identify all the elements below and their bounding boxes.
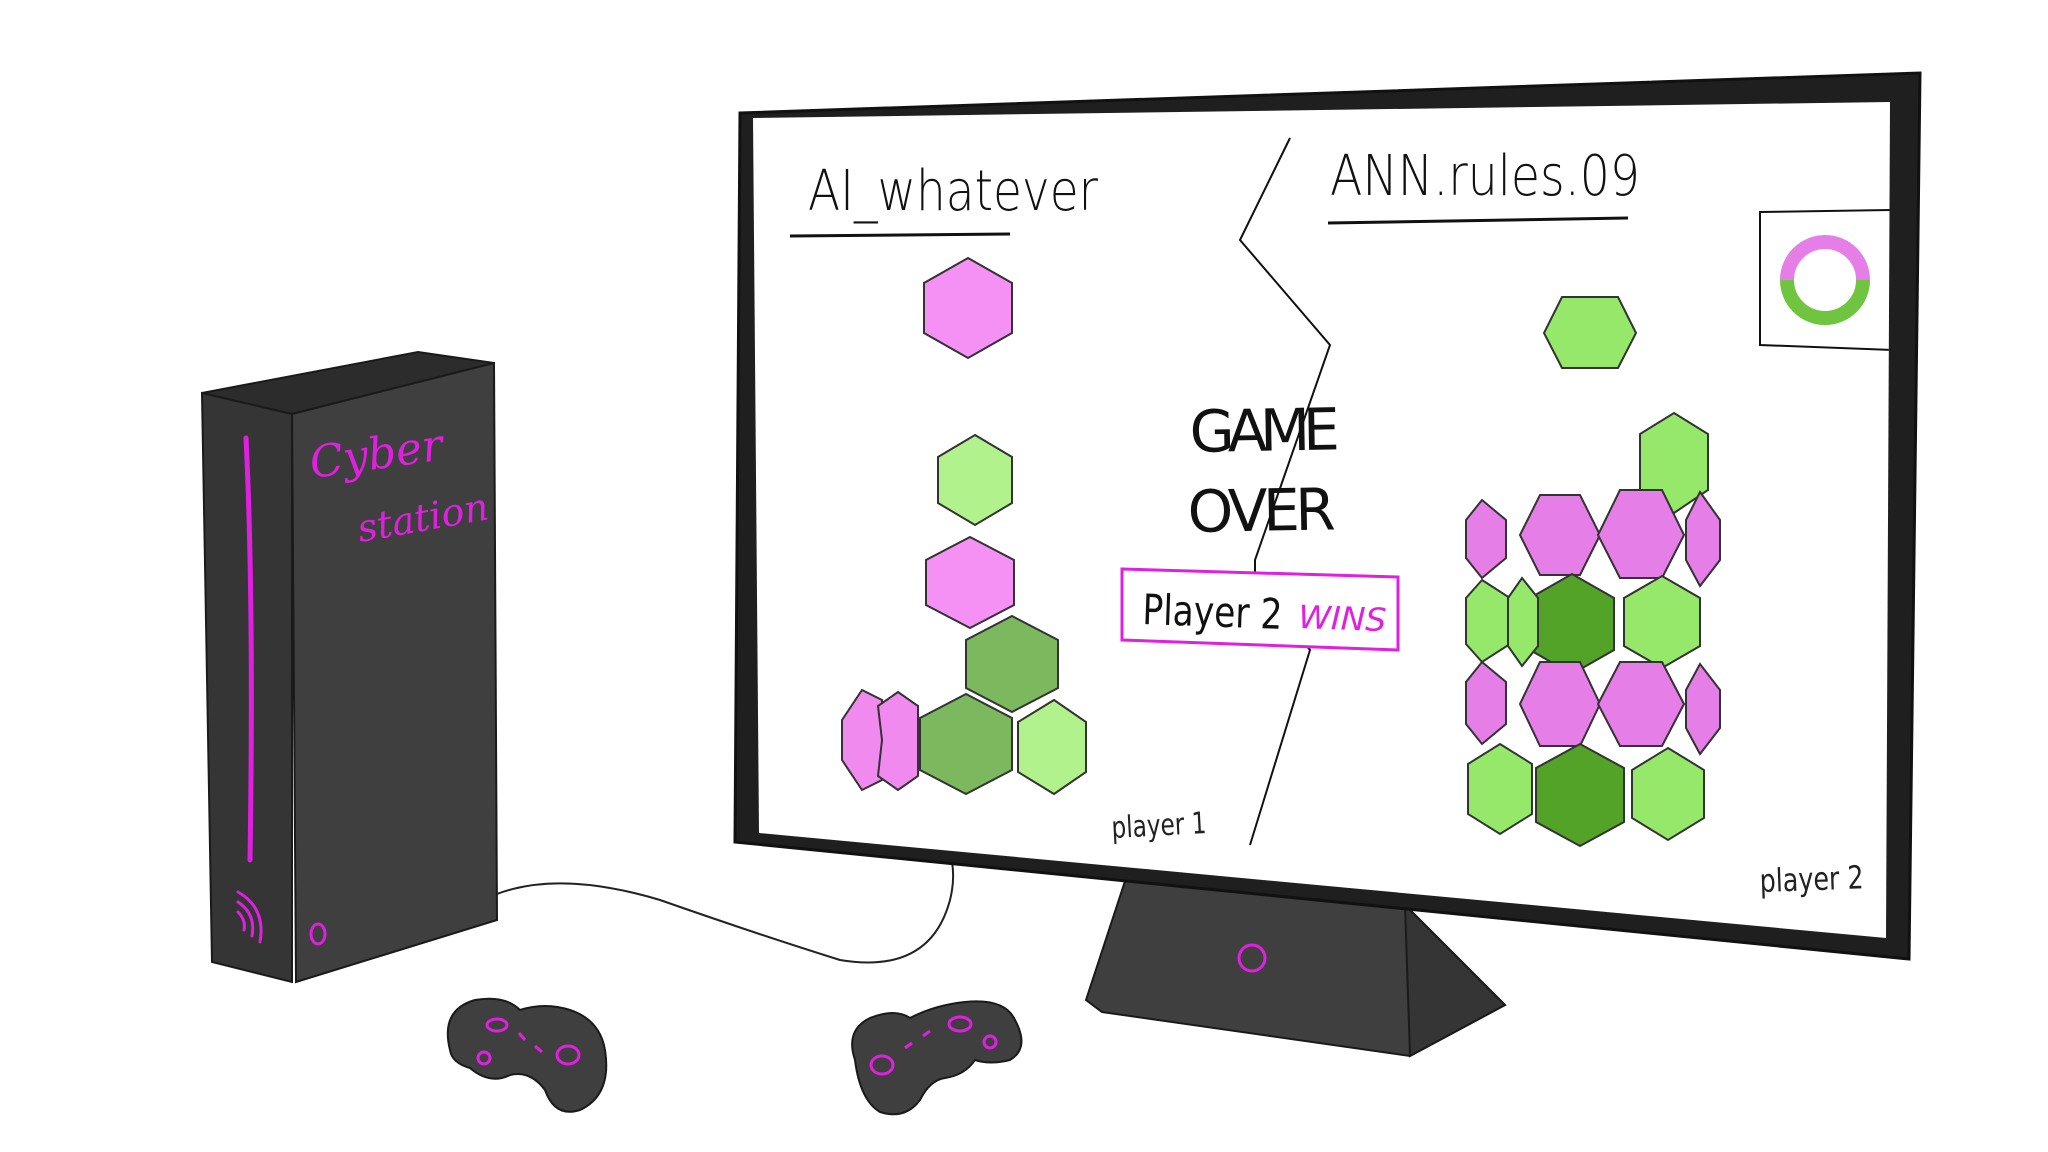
console-light-strip [243, 435, 254, 863]
player1-hex [925, 535, 1015, 630]
wifi-icon [236, 890, 263, 944]
result-player: Player 2 [1142, 585, 1284, 639]
select-icon[interactable] [904, 1041, 913, 1050]
player2-hex [1467, 742, 1533, 836]
result-box: Player 2 WINS [1120, 567, 1400, 652]
cyber-station-console: Cyber station [200, 350, 499, 984]
player1-hex [937, 433, 1013, 527]
controller-1[interactable] [446, 997, 608, 1113]
game-over-banner: GAME OVER [1187, 395, 1340, 546]
player1-next-piece [923, 256, 1013, 360]
button-icon[interactable] [555, 1044, 581, 1066]
player1-hex [1017, 698, 1087, 796]
start-icon[interactable] [922, 1029, 931, 1038]
player2-hex [1518, 494, 1602, 576]
player1-hex-half [841, 688, 883, 792]
player2-preview-box [1759, 209, 1890, 351]
select-icon[interactable] [517, 1032, 527, 1041]
power-button-icon[interactable] [309, 922, 327, 946]
player2-hex [1535, 742, 1625, 848]
game-over-line1: GAME [1189, 395, 1340, 466]
game-over-line2: OVER [1187, 475, 1336, 546]
monitor-power-icon[interactable] [1237, 943, 1267, 973]
dpad-icon[interactable] [947, 1015, 973, 1033]
player1-label: player 1 [1111, 806, 1208, 846]
result-wins: WINS [1298, 598, 1387, 639]
player2-grid [1465, 411, 1721, 848]
player1-hex [919, 692, 1013, 796]
player2-name: ANN.rules.09 [1330, 144, 1640, 209]
player2-hex [1507, 576, 1539, 668]
player1-name: AI_whatever [808, 159, 1098, 224]
console-front [290, 361, 499, 984]
player2-name-underline [1327, 216, 1629, 225]
player2-hex [1596, 661, 1686, 747]
player1-hex [965, 614, 1059, 714]
player2-next-piece [1542, 296, 1638, 369]
console-cable [496, 861, 955, 964]
button-icon[interactable] [869, 1054, 895, 1076]
player2-hex [1465, 660, 1507, 746]
monitor-stand-side [1403, 902, 1507, 1058]
dpad-icon[interactable] [485, 1017, 509, 1033]
start-icon[interactable] [534, 1044, 543, 1054]
player1-hex-half [876, 690, 919, 792]
console-side [200, 391, 293, 984]
player2-hex [1465, 498, 1507, 580]
player2-hex [1685, 490, 1721, 588]
player2-label: player 2 [1759, 858, 1864, 900]
left-button-icon[interactable] [476, 1050, 492, 1066]
player1-name-underline [789, 232, 1011, 238]
controller-2[interactable] [851, 1000, 1023, 1116]
player2-hex [1685, 662, 1721, 756]
game-screen-content: AI_whatever ANN.rules.09 player 1 [789, 137, 1890, 900]
player1-stack [841, 433, 1087, 796]
right-button-icon[interactable] [982, 1034, 998, 1050]
split-divider [1238, 137, 1332, 846]
preview-ring-pink [1780, 235, 1870, 325]
player2-hex [1631, 746, 1705, 842]
